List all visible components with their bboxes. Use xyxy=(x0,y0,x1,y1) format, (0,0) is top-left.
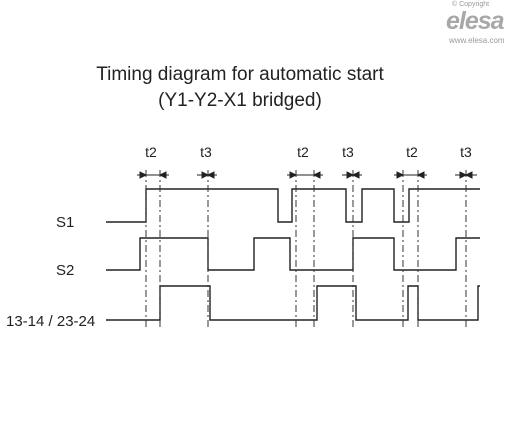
interval-label-t2: t2 xyxy=(406,144,418,160)
waveform-s1 xyxy=(106,188,480,223)
interval-marker-t2 xyxy=(394,171,427,179)
interval-marker-t3 xyxy=(455,171,477,179)
interval-label-t3: t3 xyxy=(460,144,472,160)
signal-label-contacts: 13-14 / 23-24 xyxy=(6,313,95,330)
interval-marker-t2 xyxy=(287,171,323,179)
interval-label-t2: t2 xyxy=(145,144,157,160)
waveform-contacts xyxy=(106,285,480,321)
signal-label-s1: S1 xyxy=(56,214,74,231)
website-url: www.elesa.com xyxy=(449,36,505,45)
elesa-logo: elesa xyxy=(446,7,505,35)
waveform-s2 xyxy=(106,237,480,271)
interval-label-t3: t3 xyxy=(342,144,354,160)
interval-marker-t3 xyxy=(342,171,362,179)
copyright-notice: © Copyright xyxy=(452,1,490,8)
interval-marker-t2 xyxy=(137,171,169,179)
diagram-subtitle: (Y1-Y2-X1 bridged) xyxy=(158,90,322,111)
diagram-title: Timing diagram for automatic start xyxy=(96,64,384,85)
interval-marker-t3 xyxy=(197,171,217,179)
interval-label-t2: t2 xyxy=(297,144,309,160)
signal-label-s2: S2 xyxy=(56,262,74,279)
interval-label-t3: t3 xyxy=(200,144,212,160)
